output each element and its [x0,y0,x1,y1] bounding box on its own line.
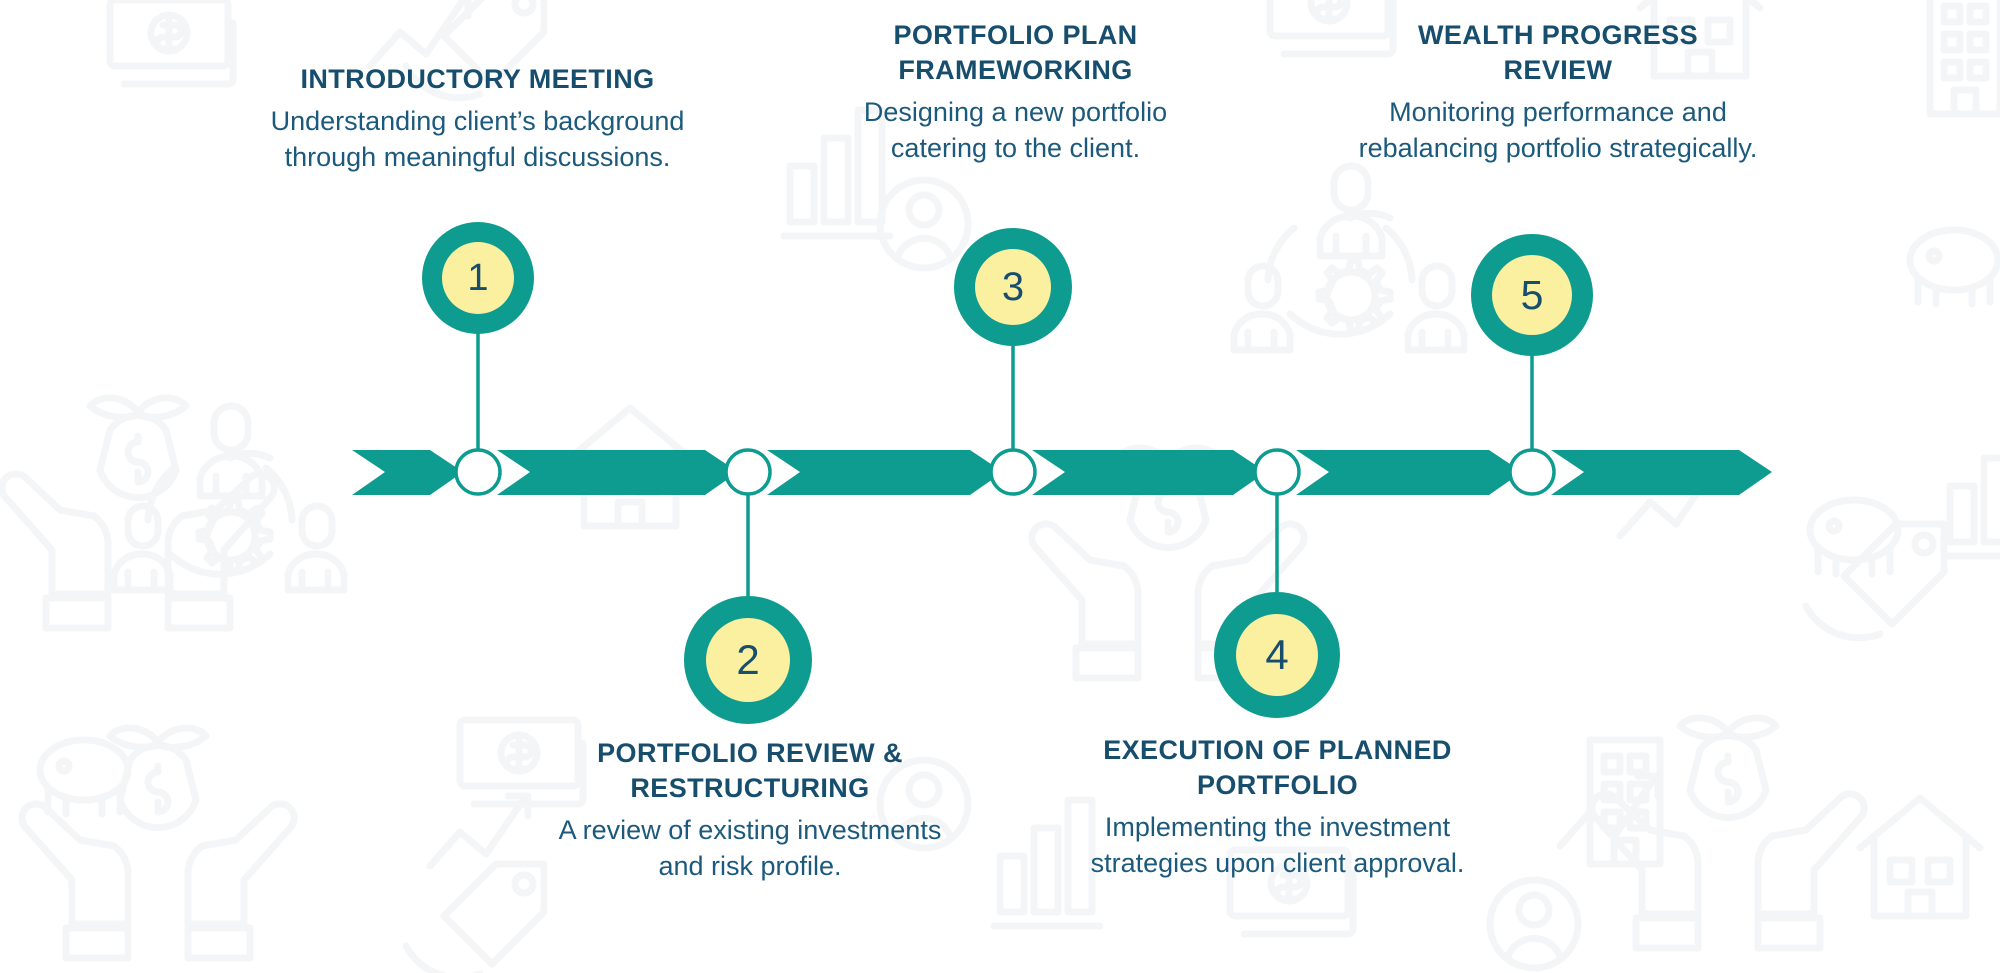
step-title-2: PORTFOLIO REVIEW & RESTRUCTURING [597,738,903,804]
step-text-1: INTRODUCTORY MEETING Understanding clien… [225,62,730,176]
timeline-node [1253,448,1301,496]
step-marker-2[interactable]: 2 [684,596,812,724]
step-text-4: EXECUTION OF PLANNED PORTFOLIO Implement… [1030,733,1525,882]
timeline-node [989,448,1037,496]
timeline-node-group [454,448,1556,496]
timeline-chevron-segment [497,450,738,495]
step-text-2: PORTFOLIO REVIEW & RESTRUCTURING A revie… [495,736,1005,885]
step-marker-5[interactable]: 5 [1471,234,1593,356]
step-marker-inner-2: 2 [706,618,790,702]
timeline-chevron-segment [1551,450,1772,495]
step-number-5: 5 [1520,271,1544,318]
step-marker-1[interactable]: 1 [422,222,534,334]
step-number-1: 1 [467,257,489,299]
step-text-3: PORTFOLIO PLAN FRAMEWORKING Designing a … [808,18,1223,167]
timeline-node [724,448,772,496]
step-title-4: EXECUTION OF PLANNED PORTFOLIO [1103,735,1452,801]
step-text-5: WEALTH PROGRESS REVIEW Monitoring perfor… [1308,18,1808,167]
step-number-3: 3 [1001,265,1025,309]
step-number-4: 4 [1265,631,1289,678]
timeline-chevron-segment [352,450,463,495]
step-description-5: Monitoring performance and rebalancing p… [1358,97,1758,164]
timeline-chevron-group [352,450,1772,495]
timeline-chevron-segment [1032,450,1266,495]
step-title-5: WEALTH PROGRESS REVIEW [1417,20,1698,86]
step-marker-inner-5: 5 [1492,255,1572,335]
connector-stem-group [476,332,1534,596]
step-description-2: A review of existing investments and ris… [558,815,942,882]
step-marker-inner-1: 1 [442,242,514,314]
step-marker-3[interactable]: 3 [954,228,1072,346]
step-number-2: 2 [736,636,760,683]
timeline-chevron-segment [1296,450,1522,495]
timeline-chevron-segment [767,450,1003,495]
step-marker-4[interactable]: 4 [1214,592,1340,718]
step-description-1: Understanding client’s background throug… [270,106,685,172]
step-marker-inner-4: 4 [1236,614,1318,696]
step-title-3: PORTFOLIO PLAN FRAMEWORKING [893,20,1138,86]
timeline-node [1508,448,1556,496]
timeline-node [454,448,502,496]
step-title-1: INTRODUCTORY MEETING [300,64,655,94]
step-description-3: Designing a new portfolio catering to th… [863,97,1168,164]
step-marker-inner-3: 3 [975,249,1051,325]
step-description-4: Implementing the investment strategies u… [1090,812,1465,879]
